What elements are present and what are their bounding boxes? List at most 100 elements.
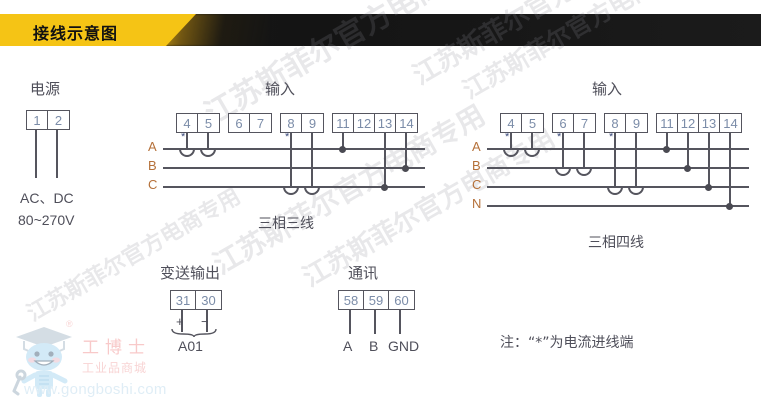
header-banner: 接线示意图 <box>0 14 761 46</box>
d4w-layer-ct-drop-8 <box>613 133 616 186</box>
comm-signal-label-GND: GND <box>388 338 420 354</box>
d4w-layer-v-drop-12 <box>686 133 689 169</box>
d3w-layer-ct-hop-9 <box>303 187 320 195</box>
d4w-layer-v-drop-14 <box>728 133 731 207</box>
phase-label-A: A <box>148 139 157 154</box>
transmitter-polarity-minus: − <box>201 314 209 329</box>
transmitter-terminal-block: 31 30 <box>170 290 222 310</box>
d4w-layer-caption: 三相四线 <box>588 235 644 251</box>
d4w-layer-ct-hop-4 <box>502 149 519 157</box>
comm-wire-59 <box>374 310 376 334</box>
comm-signal-label-A: A <box>343 338 353 354</box>
d3w-layer-caption: 三相三线 <box>258 216 314 232</box>
d3w-layer-phase-line-A <box>163 148 425 150</box>
note-text: 注：“*”为电流进线端 <box>500 335 634 351</box>
current-input-star-icon: * <box>609 131 614 143</box>
d4w-layer-v-drop-13 <box>707 133 710 188</box>
current-input-star-icon: * <box>285 131 290 143</box>
terminal-1[interactable]: 1 <box>27 111 48 129</box>
d3w-layer-junction-14 <box>402 164 409 172</box>
terminal-31[interactable]: 31 <box>171 291 196 309</box>
terminal-9[interactable]: 9 <box>632 115 641 131</box>
comm-wire-58 <box>349 310 351 334</box>
d4w-layer-ct-hop-7 <box>575 168 592 176</box>
phase-label-C: C <box>148 177 158 192</box>
terminal-13[interactable]: 13 <box>375 114 396 132</box>
d4w-layer-v-drop-11 <box>665 133 668 150</box>
terminal-14[interactable]: 14 <box>723 115 738 131</box>
d4w-layer-phase-line-B <box>487 167 749 169</box>
d4w-layer-ct-drop-5 <box>530 133 533 148</box>
terminal-9[interactable]: 9 <box>308 115 317 131</box>
banner-yellow-fill <box>0 14 196 46</box>
terminal-30[interactable]: 30 <box>201 292 216 308</box>
mascot-icon <box>12 327 72 397</box>
phase-label-A: A <box>472 139 481 154</box>
d3w-layer-phase-line-B <box>163 167 425 169</box>
phase-label-B: B <box>148 158 157 173</box>
d3w-layer-ct-hop-4 <box>178 149 195 157</box>
d3w-layer-junction-11 <box>339 145 346 153</box>
d4w-layer-phase-line-A <box>487 148 749 150</box>
transmitter-wire-neg <box>206 310 208 332</box>
d4w-layer-junction-11 <box>663 145 670 153</box>
terminal-4[interactable]: 4 <box>501 114 522 132</box>
terminal-11[interactable]: 11 <box>657 114 678 132</box>
d4w-layer-ct-drop-7 <box>582 133 585 167</box>
d4w-layer-ct-drop-9 <box>634 133 637 186</box>
power-wire-2 <box>56 130 58 178</box>
terminal-5[interactable]: 5 <box>528 115 537 131</box>
terminal-7[interactable]: 7 <box>256 115 265 131</box>
d3w-layer-title: 输入 <box>265 80 296 98</box>
current-input-star-icon: * <box>557 131 562 143</box>
comm-title: 通讯 <box>348 264 379 282</box>
terminal-5[interactable]: 5 <box>204 115 213 131</box>
page-title: 接线示意图 <box>33 24 119 43</box>
comm-signal-label-B: B <box>369 338 379 354</box>
d3w-layer-v-drop-11 <box>341 133 344 150</box>
terminal-8[interactable]: 8 <box>281 114 302 132</box>
terminal-12[interactable]: 12 <box>354 114 375 132</box>
terminal-11[interactable]: 11 <box>333 114 354 132</box>
d4w-layer-ct-hop-8 <box>606 187 623 195</box>
d3w-layer-ct-hop-5 <box>199 149 216 157</box>
phase-label-C: C <box>472 177 482 192</box>
terminal-4[interactable]: 4 <box>177 114 198 132</box>
power-wire-1 <box>35 130 37 178</box>
terminal-60[interactable]: 60 <box>394 292 409 308</box>
transmitter-brace-icon <box>171 328 217 338</box>
d3w-layer-ct-drop-9 <box>310 133 313 186</box>
d3w-layer-junction-13 <box>381 183 388 191</box>
d3w-layer-v-drop-13 <box>383 133 386 188</box>
terminal-13[interactable]: 13 <box>699 114 720 132</box>
d4w-layer-phase-line-N <box>487 205 749 207</box>
d3w-layer-ct-drop-4 <box>185 133 188 148</box>
terminal-12[interactable]: 12 <box>678 114 699 132</box>
transmitter-polarity-plus: + <box>176 314 184 329</box>
current-input-star-icon: * <box>505 131 510 143</box>
d3w-layer-v-drop-14 <box>404 133 407 169</box>
d4w-layer-ct-hop-6 <box>554 168 571 176</box>
terminal-7[interactable]: 7 <box>580 115 589 131</box>
terminal-58[interactable]: 58 <box>339 291 364 309</box>
terminal-6[interactable]: 6 <box>553 114 574 132</box>
terminal-8[interactable]: 8 <box>605 114 626 132</box>
terminal-6[interactable]: 6 <box>229 114 250 132</box>
logo-brand: 工博士 <box>82 338 151 358</box>
power-type-label: AC、DC <box>20 190 74 206</box>
transmitter-wire-pos <box>181 310 183 332</box>
d4w-layer-junction-13 <box>705 183 712 191</box>
power-voltage-label: 80~270V <box>18 212 75 228</box>
phase-label-N: N <box>472 196 482 211</box>
d4w-layer-junction-14 <box>726 202 733 210</box>
transmitter-title: 变送输出 <box>160 264 221 282</box>
terminal-2[interactable]: 2 <box>54 112 63 128</box>
terminal-14[interactable]: 14 <box>399 115 414 131</box>
terminal-59[interactable]: 59 <box>364 291 389 309</box>
